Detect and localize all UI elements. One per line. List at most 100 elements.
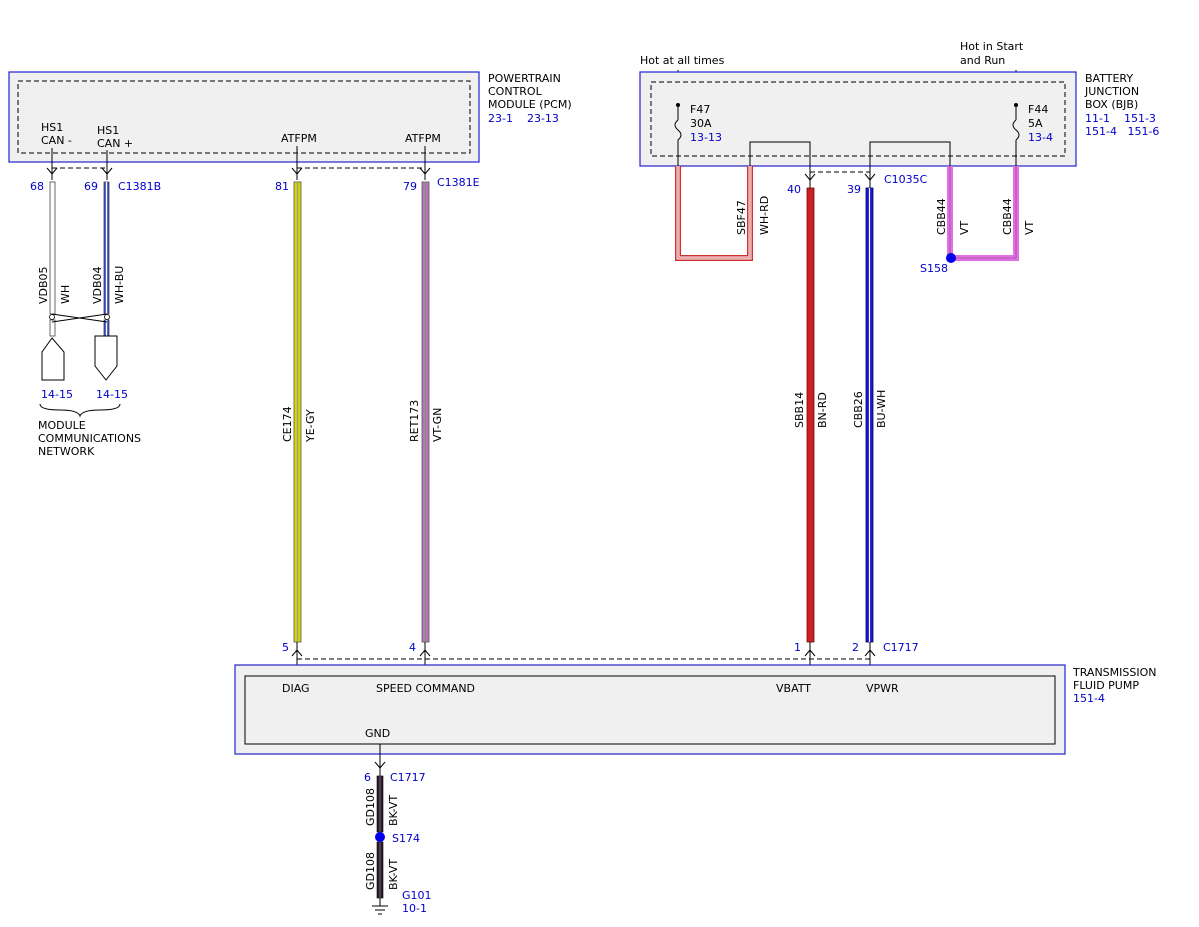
wire-label-cbb26-color: BU-WH	[875, 390, 888, 428]
wire-label-sbf47-circuit: SBF47	[735, 200, 748, 235]
fuse-f44-rating: 5A	[1028, 117, 1043, 130]
bjb-refs-2: 151-4 151-6	[1085, 125, 1159, 138]
tfp-name-line-2: FLUID PUMP	[1073, 679, 1139, 692]
wire-label-ce174-circuit: CE174	[281, 406, 294, 442]
splice-s158-dot	[946, 253, 956, 263]
network-label-line-2: COMMUNICATIONS	[38, 432, 141, 445]
network-label-line-3: NETWORK	[38, 445, 95, 458]
bjb-refs-1: 11-1 151-3	[1085, 112, 1156, 125]
pin-39: 39	[847, 183, 861, 196]
pin-81: 81	[275, 180, 289, 193]
wire-label-sbf47-color: WH-RD	[758, 196, 771, 235]
wire-label-vdb05-circuit: VDB05	[37, 266, 50, 304]
fuse-f44-ref: 13-4	[1028, 131, 1053, 144]
tfp-name-line-1: TRANSMISSION	[1072, 666, 1156, 679]
fuse-f47-ref: 13-13	[690, 131, 722, 144]
wire-label-cbb26-circuit: CBB26	[852, 391, 865, 428]
pcm-pin-atfpm-1: ATFPM	[281, 132, 317, 145]
wire-label-cbb44-a-color: VT	[958, 220, 971, 235]
pin-5: 5	[282, 641, 289, 654]
twisted-pair-symbol	[49, 313, 110, 323]
connector-c1717-gnd: C1717	[390, 771, 426, 784]
splice-s174: S174	[392, 832, 420, 845]
wire-label-ret173-color: VT-GN	[431, 408, 444, 442]
splice-s158: S158	[920, 262, 948, 275]
fuse-f44-symbol	[1012, 103, 1020, 166]
pin-2: 2	[852, 641, 859, 654]
network-label-line-1: MODULE	[38, 419, 86, 432]
bjb-module	[639, 71, 1077, 167]
ground-icon	[372, 898, 388, 915]
fuse-f47-rating: 30A	[690, 117, 712, 130]
pcm-pin-stubs	[46, 146, 431, 180]
wire-label-gd108-b-circuit: GD108	[364, 852, 377, 890]
tfp-pin-vbatt: VBATT	[776, 682, 811, 695]
fuse-f44-name: F44	[1028, 103, 1048, 116]
pcm-pin-hs1-minus-line1: HS1	[41, 121, 63, 134]
wire-label-gd108-b-color: BK-VT	[387, 859, 400, 890]
wire-label-cbb44-b-color: VT	[1023, 220, 1036, 235]
hot-in-start-run-line-2: and Run	[960, 54, 1005, 67]
tfp-pin-speed-command: SPEED COMMAND	[376, 682, 475, 695]
pin-1: 1	[794, 641, 801, 654]
pcm-module	[8, 71, 480, 163]
pin-4: 4	[409, 641, 416, 654]
network-ref-2: 14-15	[96, 388, 128, 401]
bjb-name-line-1: BATTERY	[1085, 72, 1133, 85]
pin-40: 40	[787, 183, 801, 196]
wire-label-sbb14-color: BN-RD	[816, 392, 829, 428]
connector-c1381b: C1381B	[118, 180, 161, 193]
pcm-name-line-2: CONTROL	[488, 85, 543, 98]
wire-cbb44	[947, 166, 1019, 261]
wire-ret173	[421, 181, 430, 643]
wire-cbb26	[865, 187, 874, 643]
wire-label-ce174-color: YE-GY	[304, 409, 317, 443]
pcm-name-line-1: POWERTRAIN	[488, 72, 561, 85]
wire-label-gd108-a-color: BK-VT	[387, 795, 400, 826]
tfp-pin-vpwr: VPWR	[866, 682, 899, 695]
hot-in-start-run-line-1: Hot in Start	[960, 40, 1024, 53]
wire-label-vdb04-color: WH-BU	[113, 266, 126, 304]
wire-sbb14	[806, 187, 815, 643]
pin-79: 79	[403, 180, 417, 193]
ground-stub	[374, 744, 386, 776]
network-connector-shape-1	[41, 337, 65, 381]
pcm-pin-hs1-plus-line2: CAN +	[97, 137, 133, 150]
wire-label-cbb44-b-circuit: CBB44	[1001, 198, 1014, 235]
pcm-pin-atfpm-2: ATFPM	[405, 132, 441, 145]
bjb-name-line-3: BOX (BJB)	[1085, 98, 1138, 111]
bjb-internal-wiring	[749, 141, 951, 174]
tfp-pin-gnd: GND	[365, 727, 390, 740]
bjb-name-line-2: JUNCTION	[1084, 85, 1139, 98]
splice-s174-dot	[375, 832, 385, 842]
wire-label-sbb14-circuit: SBB14	[793, 392, 806, 428]
connector-c1717-top: C1717	[883, 641, 919, 654]
wire-vdb05	[49, 181, 56, 337]
pin-6: 6	[364, 771, 371, 784]
wire-label-gd108-a-circuit: GD108	[364, 788, 377, 826]
tfp-ref: 151-4	[1073, 692, 1105, 705]
fuse-f47-name: F47	[690, 103, 710, 116]
pcm-pin-hs1-plus-line1: HS1	[97, 124, 119, 137]
ground-ref: 10-1	[402, 902, 427, 915]
pin-69: 69	[84, 180, 98, 193]
network-brace	[39, 403, 121, 418]
wire-vdb04	[103, 181, 110, 337]
tfp-module	[234, 664, 1066, 755]
wire-ce174	[293, 181, 302, 643]
pin-68: 68	[30, 180, 44, 193]
wire-label-vdb04-circuit: VDB04	[91, 266, 104, 304]
tfp-pin-diag: DIAG	[282, 682, 310, 695]
ground-g101: G101	[402, 889, 432, 902]
network-ref-1: 14-15	[41, 388, 73, 401]
hot-at-all-times-label: Hot at all times	[640, 54, 725, 67]
pcm-refs: 23-1 23-13	[488, 112, 559, 125]
pcm-pin-hs1-minus-line2: CAN -	[41, 134, 72, 147]
bjb-pin-stubs	[804, 166, 876, 188]
pcm-name-line-3: MODULE (PCM)	[488, 98, 572, 111]
connector-c1381e: C1381E	[437, 176, 480, 189]
connector-c1035c: C1035C	[884, 173, 928, 186]
wire-label-ret173-circuit: RET173	[408, 400, 421, 442]
network-connector-shape-2	[94, 335, 118, 381]
wire-label-cbb44-a-circuit: CBB44	[935, 198, 948, 235]
